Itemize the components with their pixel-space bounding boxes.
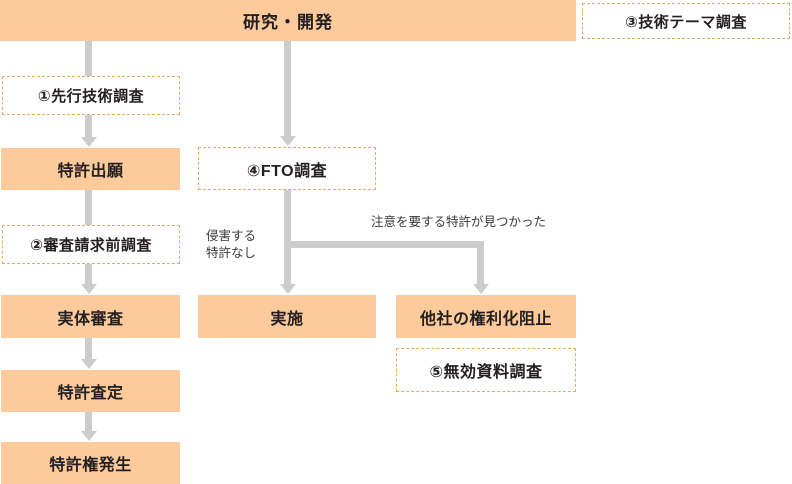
arrowhead-patent-right bbox=[81, 431, 97, 441]
node-fto-search-label: ④FTO調査 bbox=[246, 162, 328, 180]
node-block-competitor[interactable]: 他社の権利化阻止 bbox=[396, 295, 576, 338]
node-invalidation-search[interactable]: ⑤無効資料調査 bbox=[396, 348, 576, 392]
arrowhead-implementation bbox=[280, 284, 296, 294]
banner-label: 研究・開発 bbox=[243, 13, 333, 32]
research-development-banner: 研究・開発 bbox=[0, 0, 576, 41]
arrowhead-patent-decision bbox=[81, 359, 97, 369]
arrowhead-block-competitor bbox=[473, 284, 489, 294]
node-implementation-label: 実施 bbox=[270, 310, 304, 328]
node-prior-art-search[interactable]: ①先行技術調査 bbox=[2, 76, 180, 115]
edge-label-caution-patent-found: 注意を要する特許が見つかった bbox=[371, 215, 547, 229]
node-implementation[interactable]: 実施 bbox=[198, 295, 376, 338]
node-pre-exam-search-label: ②審査請求前調査 bbox=[30, 237, 152, 254]
node-patent-right-label: 特許権発生 bbox=[49, 457, 132, 474]
node-substantive-exam-label: 実体審査 bbox=[57, 310, 124, 328]
node-invalidation-search-label: ⑤無効資料調査 bbox=[429, 364, 543, 381]
arrowhead-patent-application bbox=[81, 137, 97, 147]
node-patent-decision-label: 特許査定 bbox=[57, 385, 124, 402]
connector-fto-to-implementation bbox=[284, 190, 291, 286]
node-substantive-exam[interactable]: 実体審査 bbox=[1, 295, 180, 338]
edge-label-no-infringing-patent: 侵害する 特許なし bbox=[206, 229, 257, 260]
node-tech-theme-search[interactable]: ③技術テーマ調査 bbox=[582, 3, 790, 39]
node-tech-theme-search-label: ③技術テーマ調査 bbox=[625, 13, 747, 31]
node-patent-application-label: 特許出願 bbox=[57, 163, 124, 180]
node-patent-right[interactable]: 特許権発生 bbox=[1, 442, 180, 484]
connector-banner-to-fto bbox=[284, 41, 291, 138]
arrowhead-fto-search bbox=[280, 136, 296, 146]
node-fto-search[interactable]: ④FTO調査 bbox=[198, 147, 376, 190]
node-patent-application[interactable]: 特許出願 bbox=[1, 148, 180, 190]
node-prior-art-search-label: ①先行技術調査 bbox=[37, 88, 145, 105]
arrowhead-substantive-exam bbox=[81, 284, 97, 294]
node-pre-exam-search[interactable]: ②審査請求前調査 bbox=[2, 225, 180, 264]
node-patent-decision[interactable]: 特許査定 bbox=[1, 370, 180, 412]
connector-fto-branch-horizontal bbox=[284, 241, 484, 248]
node-block-competitor-label: 他社の権利化阻止 bbox=[419, 310, 552, 328]
connector-fto-branch-to-block-competitor bbox=[477, 241, 484, 286]
connector-decision-to-right bbox=[85, 412, 92, 435]
connector-exam-to-decision bbox=[85, 338, 92, 361]
